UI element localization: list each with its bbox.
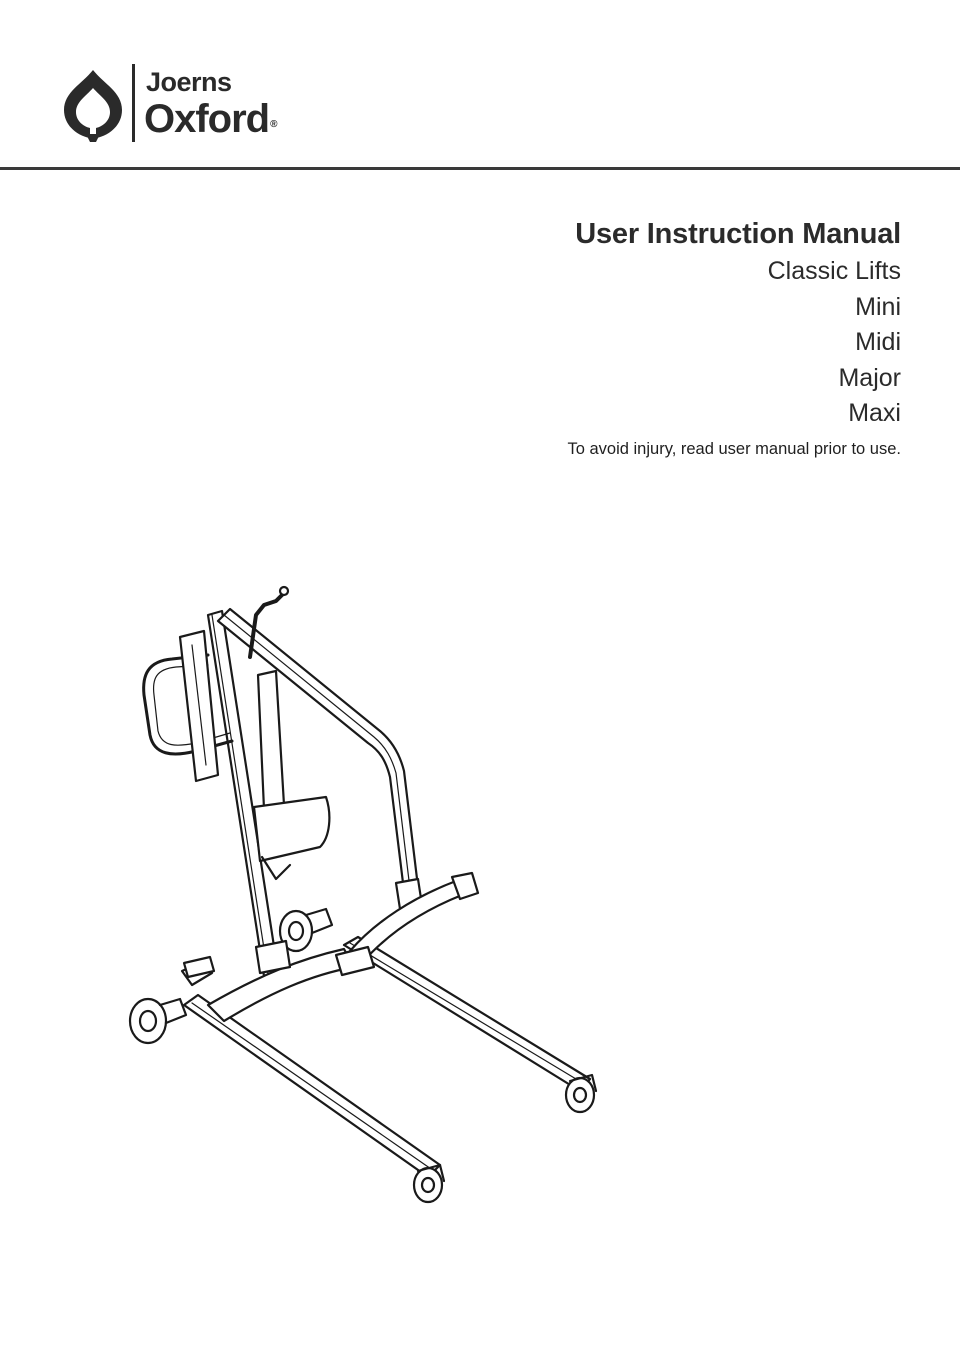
- registered-mark: ®: [270, 119, 277, 130]
- model-mini: Mini: [855, 292, 901, 321]
- brand-name-oxford: Oxford: [144, 97, 270, 141]
- patient-lift-drawing: [128, 585, 598, 1204]
- model-major: Major: [838, 363, 901, 392]
- joerns-leaf-icon: [64, 70, 122, 142]
- product-line: Classic Lifts: [767, 257, 901, 285]
- title-block: User Instruction Manual Classic Lifts Mi…: [567, 214, 901, 460]
- model-maxi: Maxi: [848, 399, 901, 427]
- header-rule: [0, 167, 960, 170]
- logo-separator: [132, 64, 135, 142]
- model-midi: Midi: [855, 328, 901, 356]
- brand-name-top: Joerns: [146, 67, 232, 97]
- manual-title: User Instruction Manual: [575, 218, 901, 250]
- brand-name-bottom: Oxford®: [144, 96, 278, 142]
- brand-logo: Joerns Oxford®: [60, 62, 310, 146]
- safety-warning: To avoid injury, read user manual prior …: [567, 439, 901, 458]
